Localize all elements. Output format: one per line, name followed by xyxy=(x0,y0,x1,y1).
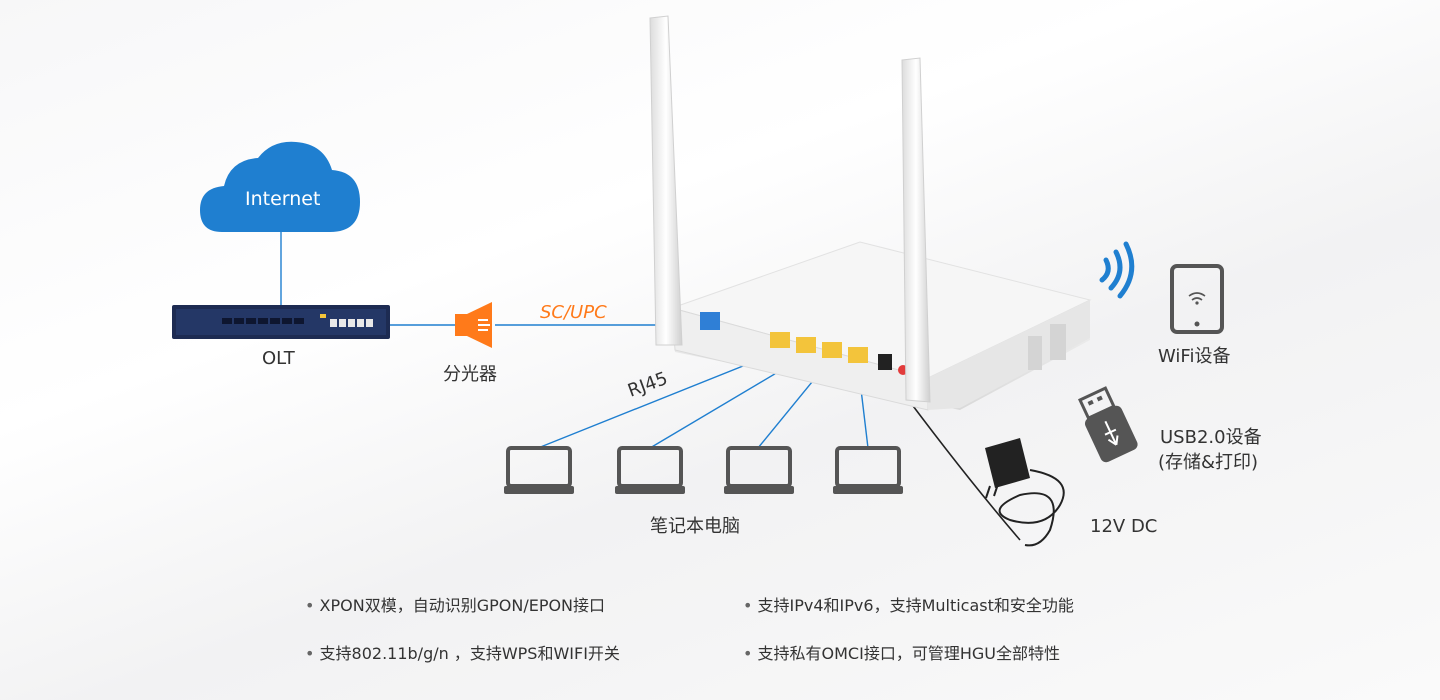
usb-device-label: USB2.0设备 xyxy=(1160,427,1262,448)
fiber-label: SC/UPC xyxy=(540,302,607,323)
feature-item: 支持IPv4和IPv6，支持Multicast和安全功能 xyxy=(743,592,1074,616)
power-adapter-icon xyxy=(985,438,1065,547)
feature-item: 支持802.11b/g/n ，支持WPS和WIFI开关 xyxy=(305,640,620,664)
feature-item: 支持私有OMCI接口，可管理HGU全部特性 xyxy=(743,640,1060,664)
wifi-device-label: WiFi设备 xyxy=(1158,346,1231,367)
feature-item: XPON双模，自动识别GPON/EPON接口 xyxy=(305,592,606,616)
usb-device-sublabel: (存储&打印) xyxy=(1158,452,1259,473)
feature-list: XPON双模，自动识别GPON/EPON接口 支持802.11b/g/n ，支持… xyxy=(305,592,1165,672)
wifi-signal-icon xyxy=(1099,241,1135,299)
internet-cloud-icon xyxy=(200,141,360,232)
internet-label: Internet xyxy=(245,188,321,210)
router-antenna-left xyxy=(649,15,683,346)
tablet-icon xyxy=(1170,264,1224,334)
splitter-icon xyxy=(455,302,492,348)
router-device xyxy=(670,241,1092,411)
laptop-icon xyxy=(615,446,685,494)
power-label: 12V DC xyxy=(1090,516,1158,537)
laptop-icon xyxy=(504,446,574,494)
olt-device-icon xyxy=(172,305,390,339)
usb-drive-icon xyxy=(1078,386,1138,463)
laptop-icon xyxy=(724,446,794,494)
olt-label: OLT xyxy=(262,348,295,369)
router-antenna-right xyxy=(901,57,931,403)
laptops-label: 笔记本电脑 xyxy=(650,516,740,537)
laptop-icon xyxy=(833,446,903,494)
lan1-laptop-line xyxy=(537,351,779,449)
splitter-label: 分光器 xyxy=(443,364,497,385)
